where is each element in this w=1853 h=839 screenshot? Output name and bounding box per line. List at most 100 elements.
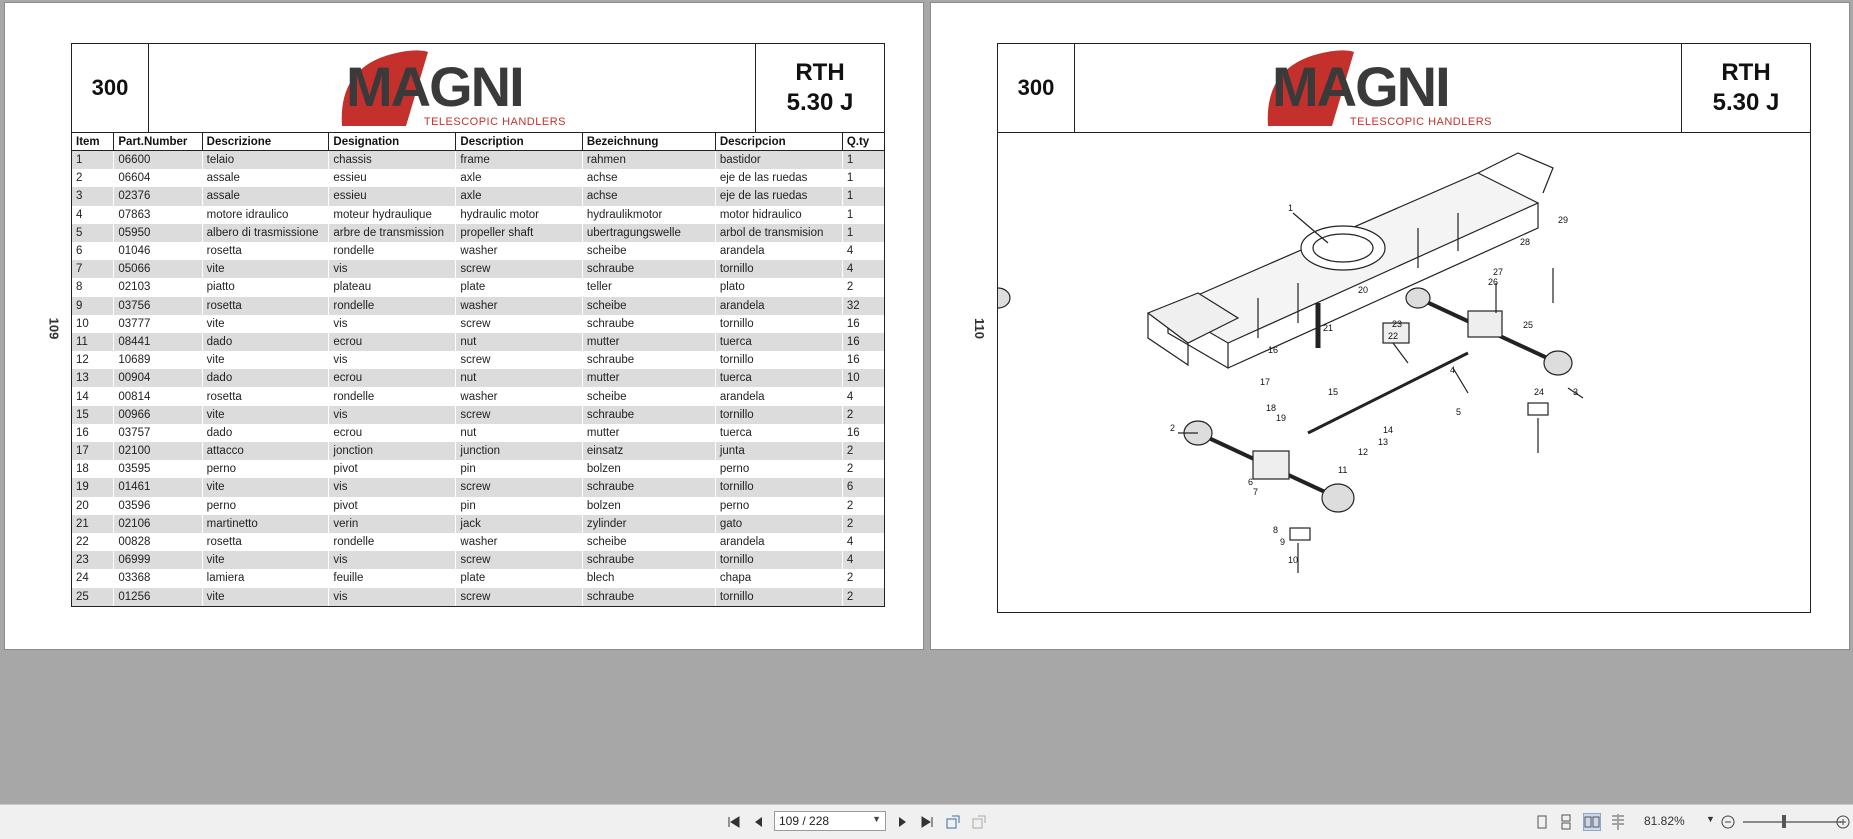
zoom-out-icon <box>1721 815 1735 829</box>
table-cell: bolzen <box>582 496 716 515</box>
table-cell: mutter <box>582 423 716 442</box>
table-cell: 06999 <box>113 551 203 570</box>
table-cell: 02103 <box>113 278 203 297</box>
table-cell: assale <box>202 187 330 206</box>
table-cell: screw <box>455 405 583 424</box>
go-back-view-button[interactable] <box>943 812 963 832</box>
table-cell: 2 <box>846 572 854 585</box>
continuous-page-icon <box>1561 814 1571 830</box>
zoom-in-button[interactable] <box>1833 812 1853 832</box>
single-page-icon <box>1537 815 1547 829</box>
callout-label: 13 <box>1378 437 1388 447</box>
table-cell: hydraulic motor <box>455 205 583 224</box>
table-cell: plate <box>455 278 583 297</box>
table-cell: 16 <box>846 426 860 439</box>
zoom-slider-track[interactable] <box>1743 821 1841 823</box>
document-page-left: 109 300 MAGNI TELESCOPIC HANDLERS RTH 5.… <box>4 2 924 650</box>
logo-tagline: TELESCOPIC HANDLERS <box>423 116 566 128</box>
next-page-button[interactable] <box>893 812 913 832</box>
previous-page-button[interactable] <box>748 812 768 832</box>
two-page-continuous-view-button[interactable] <box>1609 813 1627 831</box>
callout-label: 6 <box>1248 477 1253 487</box>
table-cell: 01256 <box>113 587 203 606</box>
table-cell: ecrou <box>328 423 457 442</box>
callout-label: 5 <box>1456 407 1461 417</box>
callout-label: 14 <box>1383 425 1393 435</box>
table-cell: vis <box>328 587 457 606</box>
table-cell: junction <box>455 442 583 461</box>
table-cell: 6 <box>72 241 115 261</box>
table-cell: vis <box>328 314 457 333</box>
column-header: Item <box>72 133 115 151</box>
table-cell: arandela <box>715 241 843 261</box>
drawing-sheet-frame: 300 MAGNI TELESCOPIC HANDLERS RTH 5.30 J <box>985 43 1811 613</box>
table-cell: arandela <box>715 387 843 406</box>
table-cell: nut <box>455 423 583 442</box>
single-page-view-button[interactable] <box>1533 813 1551 831</box>
table-cell: rondelle <box>328 296 457 315</box>
table-cell: vite <box>202 351 330 370</box>
section-number: 300 <box>72 44 149 132</box>
column-header: Descrizione <box>202 133 330 151</box>
model-label: RTH 5.30 J <box>1682 44 1810 132</box>
table-cell: screw <box>455 587 583 606</box>
callout-label: 10 <box>1288 555 1298 565</box>
table-cell: tornillo <box>715 551 843 570</box>
table-cell: arbre de transmission <box>328 223 457 242</box>
logo-swoosh-icon <box>341 50 428 126</box>
table-cell: 5 <box>72 223 115 242</box>
zoom-out-button[interactable] <box>1718 812 1738 832</box>
model-line2: 5.30 J <box>1712 89 1780 116</box>
table-cell: gato <box>715 514 843 533</box>
table-cell: motore idraulico <box>202 205 330 224</box>
brand-logo: MAGNI TELESCOPIC HANDLERS <box>1075 44 1682 132</box>
table-cell: 02376 <box>113 187 203 206</box>
zoom-level[interactable]: 81.82% <box>1644 814 1685 828</box>
table-cell: washer <box>455 241 583 261</box>
page-number-select[interactable]: 109 / 228 ▼ <box>774 811 886 831</box>
model-label: RTH 5.30 J <box>756 44 884 132</box>
table-cell: washer <box>455 387 583 406</box>
table-cell: martinetto <box>202 514 330 533</box>
page-side-number: 109 <box>46 317 62 340</box>
table-cell: 4 <box>842 260 884 279</box>
table-cell: essieu <box>328 169 457 188</box>
table-cell: tuerca <box>715 423 843 442</box>
callout-label: 29 <box>1558 215 1568 225</box>
table-cell: 00814 <box>113 387 203 406</box>
table-cell: achse <box>582 187 716 206</box>
table-cell: chassis <box>328 150 457 170</box>
continuous-view-button[interactable] <box>1557 813 1575 831</box>
table-cell: 4 <box>72 205 115 224</box>
callout-label: 9 <box>1280 537 1285 547</box>
table-cell: 05066 <box>113 260 203 279</box>
first-page-button[interactable] <box>724 812 744 832</box>
column-header: Description <box>455 133 583 151</box>
two-page-view-button[interactable] <box>1583 813 1601 831</box>
table-cell: tornillo <box>715 405 843 424</box>
table-cell: 4 <box>846 245 854 258</box>
zoom-slider-thumb[interactable] <box>1782 815 1786 828</box>
table-cell: schraube <box>582 551 716 570</box>
go-forward-view-button[interactable] <box>969 812 989 832</box>
chevron-down-icon[interactable]: ▼ <box>1706 814 1715 824</box>
callout-label: 4 <box>1450 365 1455 375</box>
model-line1: RTH <box>1721 59 1771 86</box>
table-cell: nut <box>455 369 583 388</box>
last-page-button[interactable] <box>917 812 937 832</box>
table-cell: 23 <box>72 551 115 570</box>
table-cell: verin <box>328 514 457 533</box>
table-cell: 00828 <box>113 532 203 552</box>
table-cell: 00904 <box>113 369 203 388</box>
table-cell: 4 <box>846 536 854 549</box>
table-cell: screw <box>455 478 583 497</box>
logo-brand-text: MAGNI <box>1272 55 1451 118</box>
table-cell: feuille <box>328 569 457 588</box>
table-cell: arandela <box>715 296 843 315</box>
table-cell: vite <box>202 587 330 606</box>
